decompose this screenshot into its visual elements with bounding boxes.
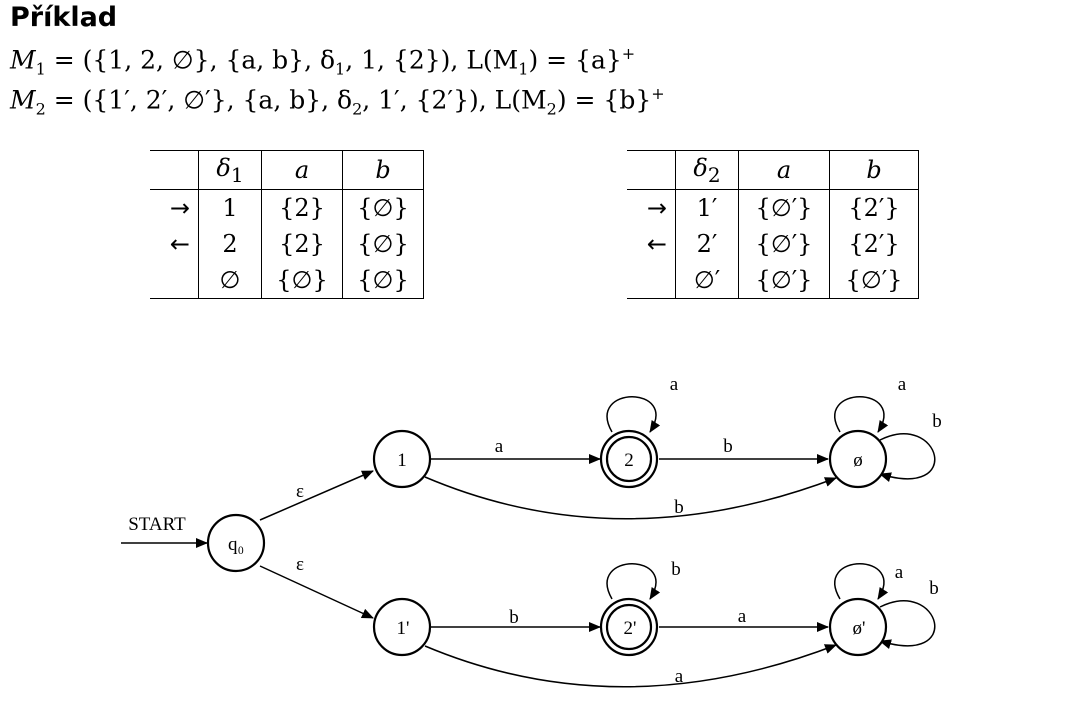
header-delta: δ2 — [675, 150, 739, 190]
edge-label-1-2: a — [495, 436, 504, 457]
edge-q0-1p — [259, 565, 374, 619]
table-row: → 1 {2} {∅} — [150, 189, 424, 226]
definition-m2: M2 = ({1′, 2′, ∅′}, {a, b}, δ2, 1′, {2′}… — [10, 84, 665, 119]
state-2p-inner-ring — [605, 603, 653, 651]
state-label-2: 2 — [624, 450, 634, 471]
state-1p — [372, 597, 432, 657]
state-1 — [372, 429, 432, 489]
header-delta: δ1 — [198, 150, 262, 190]
loop-label-emptyp-b: b — [929, 578, 939, 599]
slide-title: Příklad — [10, 2, 118, 33]
loop-2p — [606, 563, 661, 600]
header-b: b — [829, 150, 919, 190]
state-2-inner-ring — [605, 435, 653, 483]
final-arrow: ← — [169, 230, 190, 258]
state-empty — [828, 429, 888, 489]
state-label-2p: 2' — [624, 618, 637, 639]
table-row: ∅ {∅} {∅} — [150, 262, 424, 299]
edge-label-1p-2p: b — [509, 607, 519, 628]
state-emptyp — [828, 597, 888, 657]
edge-q0-1 — [259, 470, 374, 521]
state-label-1: 1 — [397, 450, 407, 471]
loop-emptyp-b — [879, 600, 936, 649]
loop-label-2: a — [670, 374, 679, 395]
header-b: b — [342, 150, 424, 190]
loop-empty-b — [879, 433, 936, 482]
loop-emptyp-a — [834, 563, 889, 600]
loop-empty-a — [834, 396, 889, 433]
state-label-emptyp: ø' — [853, 618, 866, 639]
initial-arrow: → — [646, 194, 667, 222]
edge-1-empty — [424, 476, 837, 520]
transition-table-m2: δ2 a b → 1′ {∅′} {2′} ← 2′ {∅′} {2′} ∅′ … — [627, 150, 919, 299]
loop-label-empty-a: a — [898, 374, 907, 395]
edge-label-1p-emptyp: a — [675, 666, 684, 687]
state-label-empty: ø — [853, 450, 863, 471]
state-q0 — [206, 513, 266, 573]
loop-2 — [606, 396, 661, 433]
edge-1p-emptyp — [424, 644, 837, 688]
state-label-1p: 1' — [397, 618, 410, 639]
table-row: ∅′ {∅′} {∅′} — [627, 262, 919, 299]
state-label-q0: q₀ — [228, 534, 244, 555]
loop-label-empty-b: b — [932, 411, 942, 432]
table-row: ← 2′ {∅′} {2′} — [627, 226, 919, 262]
definition-m1: M1 = ({1, 2, ∅}, {a, b}, δ1, 1, {2}), L(… — [10, 44, 636, 79]
loop-label-2p: b — [671, 559, 681, 580]
edge-label-1-empty: b — [674, 497, 684, 518]
edge-label-eps-bottom: ε — [296, 554, 304, 575]
header-a: a — [738, 150, 830, 190]
start-label: START — [128, 514, 186, 535]
transition-table-m1: δ1 a b → 1 {2} {∅} ← 2 {2} {∅} ∅ {∅} {∅} — [150, 150, 424, 299]
table-row: → 1′ {∅′} {2′} — [627, 189, 919, 226]
initial-arrow: → — [169, 194, 190, 222]
edge-label-2p-emptyp: a — [738, 606, 747, 627]
edge-label-2-empty: b — [723, 436, 733, 457]
loop-label-emptyp-a: a — [895, 562, 904, 583]
final-arrow: ← — [646, 230, 667, 258]
table-row: ← 2 {2} {∅} — [150, 226, 424, 262]
edge-label-eps-top: ε — [296, 481, 304, 502]
header-a: a — [261, 150, 343, 190]
